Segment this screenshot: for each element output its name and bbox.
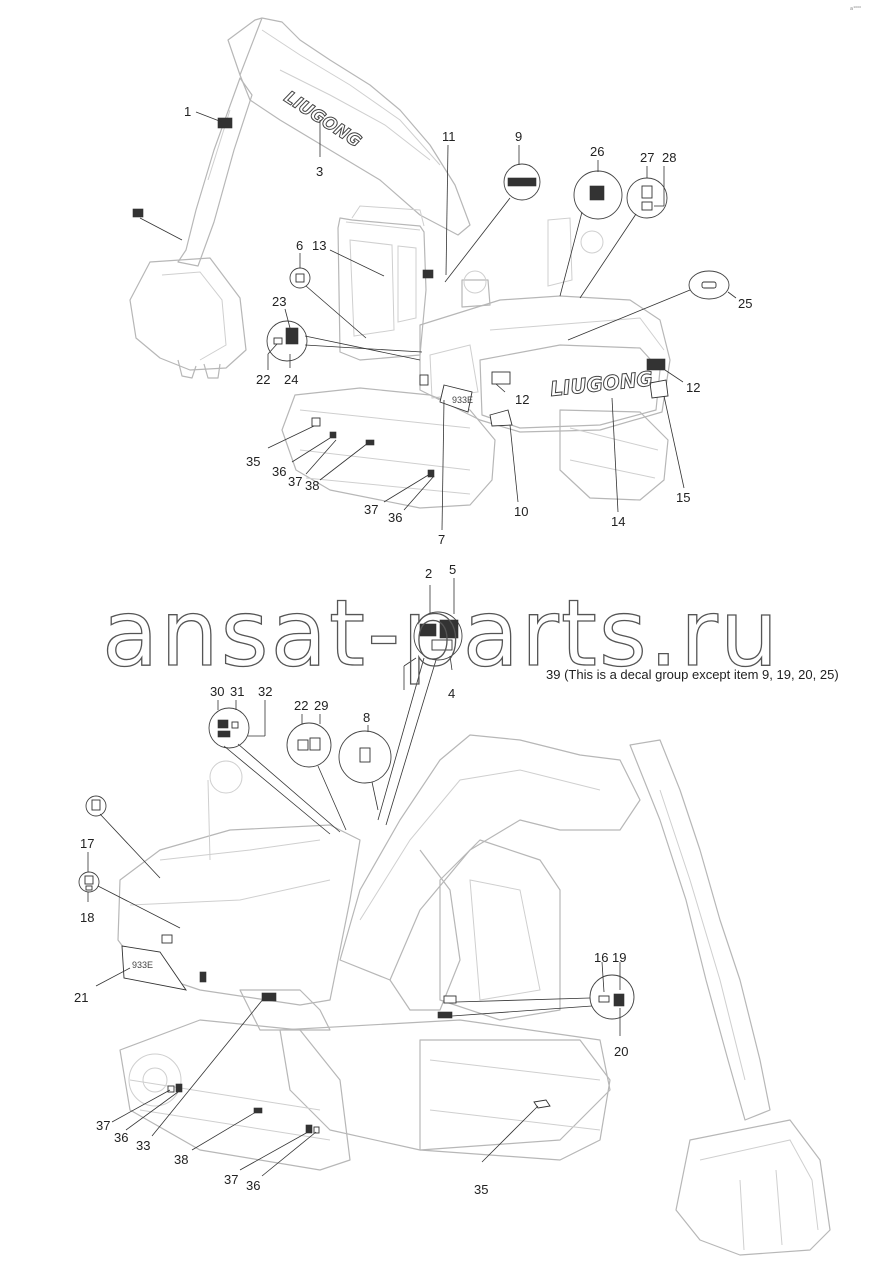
callout-26: 26 [590, 144, 604, 159]
corner-mark: a¹⁰⁰⁰ [850, 6, 861, 12]
callout-23: 23 [272, 294, 286, 309]
callout-18: 18 [80, 910, 94, 925]
callout-12-right: 12 [686, 380, 700, 395]
callout-7: 7 [438, 532, 445, 547]
top-leader-lines [139, 111, 737, 531]
callout-36-top-b: 36 [388, 510, 402, 525]
bottom-leader-lines [87, 578, 621, 1177]
callout-10: 10 [514, 504, 528, 519]
callout-5: 5 [449, 562, 456, 577]
callout-37-top-b: 37 [364, 502, 378, 517]
callout-12-left: 12 [515, 392, 529, 407]
callout-29: 29 [314, 698, 328, 713]
callout-38-bottom: 38 [174, 1152, 188, 1167]
callout-36-top-a: 36 [272, 464, 286, 479]
callout-37-bottom-b: 37 [224, 1172, 238, 1187]
top-callout-circles [266, 163, 730, 362]
callout-1: 1 [184, 104, 191, 119]
top-counterweight-brand: LIUGONG [549, 366, 654, 401]
callout-27: 27 [640, 150, 654, 165]
callout-17: 17 [80, 836, 94, 851]
callout-28: 28 [662, 150, 676, 165]
callout-31: 31 [230, 684, 244, 699]
callout-24: 24 [284, 372, 298, 387]
callout-4: 4 [448, 686, 455, 701]
callout-35-top: 35 [246, 454, 260, 469]
bottom-excavator-drawing [117, 734, 831, 1256]
callout-13: 13 [312, 238, 326, 253]
callout-9: 9 [515, 129, 522, 144]
top-callout-labels: 1 3 11 9 26 27 28 6 13 23 25 22 24 12 12… [184, 104, 752, 547]
callout-8: 8 [363, 710, 370, 725]
callout-37-top-a: 37 [288, 474, 302, 489]
callout-33: 33 [136, 1138, 150, 1153]
callout-15: 15 [676, 490, 690, 505]
callout-22-top: 22 [256, 372, 270, 387]
bottom-model-badge: 933E [132, 960, 153, 970]
callout-11: 11 [442, 129, 456, 144]
callout-30: 30 [210, 684, 224, 699]
callout-25: 25 [738, 296, 752, 311]
top-model-badge: 933E [452, 395, 473, 405]
callout-16: 16 [594, 950, 608, 965]
callout-38-top: 38 [305, 478, 319, 493]
callout-19: 19 [612, 950, 626, 965]
callout-20: 20 [614, 1044, 628, 1059]
top-excavator-drawing [129, 17, 671, 509]
callout-36-bottom-a: 36 [114, 1130, 128, 1145]
top-boom-brand: LIUGONG [280, 87, 364, 151]
callout-32: 32 [258, 684, 272, 699]
callout-3: 3 [316, 164, 323, 179]
bottom-callout-circles [78, 611, 635, 1020]
callout-6: 6 [296, 238, 303, 253]
callout-2: 2 [425, 566, 432, 581]
decal-group-note: 39 (This is a decal group except item 9,… [546, 667, 839, 682]
callout-21: 21 [74, 990, 88, 1005]
callout-37-bottom-a: 37 [96, 1118, 110, 1133]
callout-35-bottom: 35 [474, 1182, 488, 1197]
callout-36-bottom-b: 36 [246, 1178, 260, 1193]
callout-14: 14 [611, 514, 625, 529]
watermark-text: ansat-parts.ru [102, 580, 780, 687]
callout-22-bottom: 22 [294, 698, 308, 713]
bottom-callout-labels: 2 5 4 30 31 32 22 29 8 17 18 21 16 19 20… [74, 562, 628, 1197]
